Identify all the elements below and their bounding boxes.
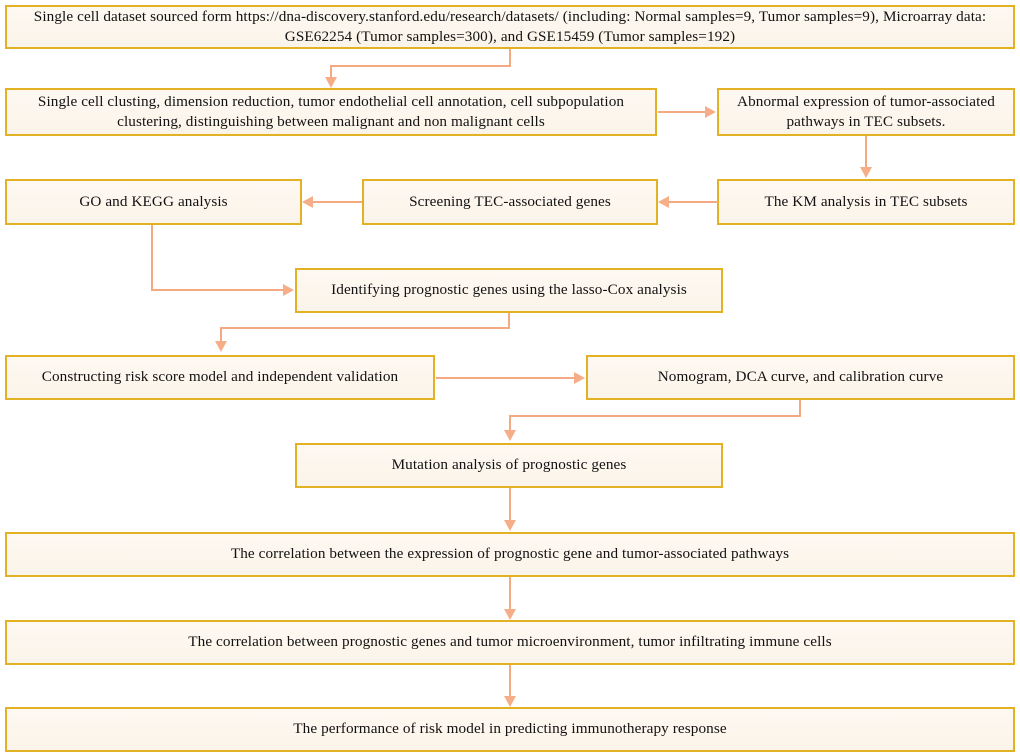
connector-6-segment-right	[151, 289, 284, 291]
connector-11-segment-down	[509, 577, 511, 611]
node-immunotherapy-response-label: The performance of risk model in predict…	[293, 720, 727, 738]
node-correlation-tme[interactable]: The correlation between prognostic genes…	[5, 620, 1015, 665]
connector-3-arrowhead-icon	[860, 167, 872, 178]
node-mutation-analysis[interactable]: Mutation analysis of prognostic genes	[295, 443, 723, 488]
connector-10-segment-down	[509, 488, 511, 522]
connector-7-arrowhead-icon	[215, 341, 227, 352]
connector-1-segment-down-b	[330, 65, 332, 79]
connector-12-segment-down	[509, 665, 511, 698]
connector-10-arrowhead-icon	[504, 520, 516, 531]
node-abnormal-expression-label: Abnormal expression of tumor-associated …	[737, 92, 995, 130]
connector-3-segment-down	[865, 136, 867, 169]
connector-9-arrowhead-icon	[504, 430, 516, 441]
connector-1-segment-down-a	[509, 49, 511, 67]
connector-7-segment-left	[220, 327, 510, 329]
connector-12-arrowhead-icon	[504, 696, 516, 707]
connector-2-arrowhead-icon	[705, 106, 716, 118]
connector-11-arrowhead-icon	[504, 609, 516, 620]
connector-4-arrowhead-icon	[658, 196, 669, 208]
node-mutation-analysis-label: Mutation analysis of prognostic genes	[391, 456, 627, 474]
connector-9-segment-left	[509, 415, 801, 417]
node-abnormal-expression[interactable]: Abnormal expression of tumor-associated …	[717, 88, 1015, 136]
node-go-kegg[interactable]: GO and KEGG analysis	[5, 179, 302, 225]
connector-9-segment-down-b	[509, 415, 511, 431]
node-correlation-pathways[interactable]: The correlation between the expression o…	[5, 532, 1015, 577]
node-correlation-pathways-label: The correlation between the expression o…	[230, 545, 790, 563]
node-risk-score-model[interactable]: Constructing risk score model and indepe…	[5, 355, 435, 400]
connector-8-arrowhead-icon	[574, 372, 585, 384]
connector-9-segment-down-a	[799, 400, 801, 417]
connector-2-segment-right	[658, 111, 706, 113]
node-km-analysis-label: The KM analysis in TEC subsets	[764, 192, 968, 210]
node-nomogram-label: Nomogram, DCA curve, and calibration cur…	[657, 368, 944, 386]
connector-6-segment-down	[151, 225, 153, 291]
node-immunotherapy-response[interactable]: The performance of risk model in predict…	[5, 707, 1015, 752]
node-go-kegg-label: GO and KEGG analysis	[79, 192, 228, 210]
node-single-cell-clustering[interactable]: Single cell clusting, dimension reductio…	[5, 88, 657, 136]
node-lasso-cox-label: Identifying prognostic genes using the l…	[331, 281, 687, 299]
connector-1-arrowhead-icon	[325, 77, 337, 88]
node-data-source-label: Single cell dataset sourced form https:/…	[33, 7, 987, 45]
node-risk-score-model-label: Constructing risk score model and indepe…	[41, 368, 399, 386]
connector-4-segment-left	[669, 201, 718, 203]
connector-1-segment-left	[330, 65, 511, 67]
connector-7-segment-down-b	[220, 327, 222, 342]
node-single-cell-clustering-label: Single cell clusting, dimension reductio…	[37, 92, 625, 130]
node-nomogram[interactable]: Nomogram, DCA curve, and calibration cur…	[586, 355, 1015, 400]
connector-5-arrowhead-icon	[302, 196, 313, 208]
node-screening-genes-label: Screening TEC-associated genes	[409, 192, 611, 210]
node-data-source[interactable]: Single cell dataset sourced form https:/…	[5, 5, 1015, 49]
node-km-analysis[interactable]: The KM analysis in TEC subsets	[717, 179, 1015, 225]
node-lasso-cox[interactable]: Identifying prognostic genes using the l…	[295, 268, 723, 313]
node-correlation-tme-label: The correlation between prognostic genes…	[188, 633, 832, 651]
connector-5-segment-left	[313, 201, 362, 203]
connector-8-segment-right	[436, 377, 575, 379]
connector-7-segment-down-a	[508, 313, 510, 329]
node-screening-genes[interactable]: Screening TEC-associated genes	[362, 179, 658, 225]
connector-6-arrowhead-icon	[283, 284, 294, 296]
